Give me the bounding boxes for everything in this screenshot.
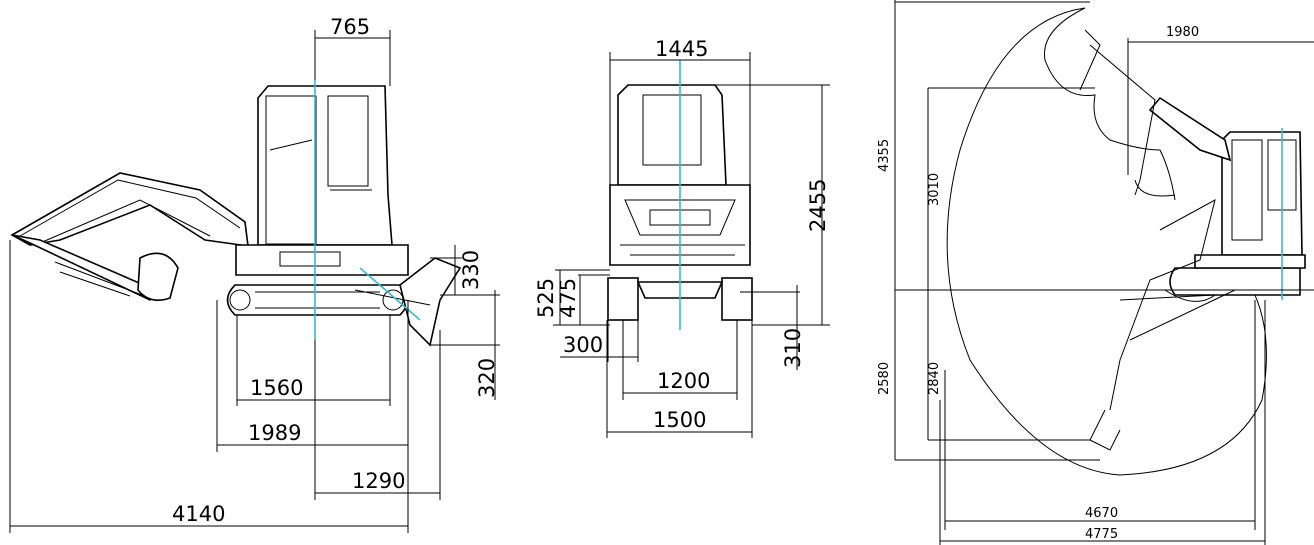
dim-max-reach-ground: 4670	[1085, 506, 1118, 521]
working-range-view: 1980 4355 3010 2580 2840 4670 4775	[877, 0, 1314, 545]
dim-counterweight-height: 525	[534, 278, 558, 318]
digging-envelope	[946, 7, 1267, 476]
dim-track-overall: 1989	[248, 421, 301, 445]
dim-max-reach: 4775	[1085, 527, 1118, 542]
dim-overall-height: 2455	[806, 179, 830, 232]
front-track-left	[607, 277, 639, 321]
front-track-right	[721, 277, 753, 321]
dim-track-width: 300	[563, 333, 603, 357]
front-view: 1445 2455 525 475 300 1200 1500 310	[534, 37, 830, 438]
dim-blade-drop: 320	[475, 358, 499, 398]
dim-cab-width: 1445	[655, 37, 708, 61]
dim-max-dump-height: 3010	[927, 173, 942, 206]
dim-tail-radius: 1980	[1166, 25, 1199, 40]
dim-track-length: 1560	[250, 376, 303, 400]
excavator-upper-frame	[235, 244, 409, 276]
excavator-cab	[257, 85, 393, 246]
excavator-blade	[399, 257, 462, 347]
dim-max-dig-height: 4355	[877, 139, 892, 172]
dim-max-wall-depth: 2840	[927, 362, 942, 395]
dim-overall-width: 1500	[653, 408, 706, 432]
dim-overall-length: 4140	[172, 502, 225, 526]
excavator-bucket	[137, 252, 179, 301]
front-cab	[617, 84, 727, 186]
dim-chassis-height: 475	[556, 278, 580, 318]
range-track	[1169, 267, 1301, 296]
dim-blade-lift: 330	[459, 250, 483, 290]
side-view: 765 1560 1989 1290 4140 330 320	[9, 15, 500, 533]
dim-max-dig-depth: 2580	[877, 362, 892, 395]
dim-cab-offset: 765	[330, 15, 370, 39]
excavator-track	[226, 284, 409, 316]
dim-ground-clearance: 310	[781, 328, 805, 368]
dim-track-gauge: 1200	[657, 369, 710, 393]
dim-rear-to-center: 1290	[352, 469, 405, 493]
